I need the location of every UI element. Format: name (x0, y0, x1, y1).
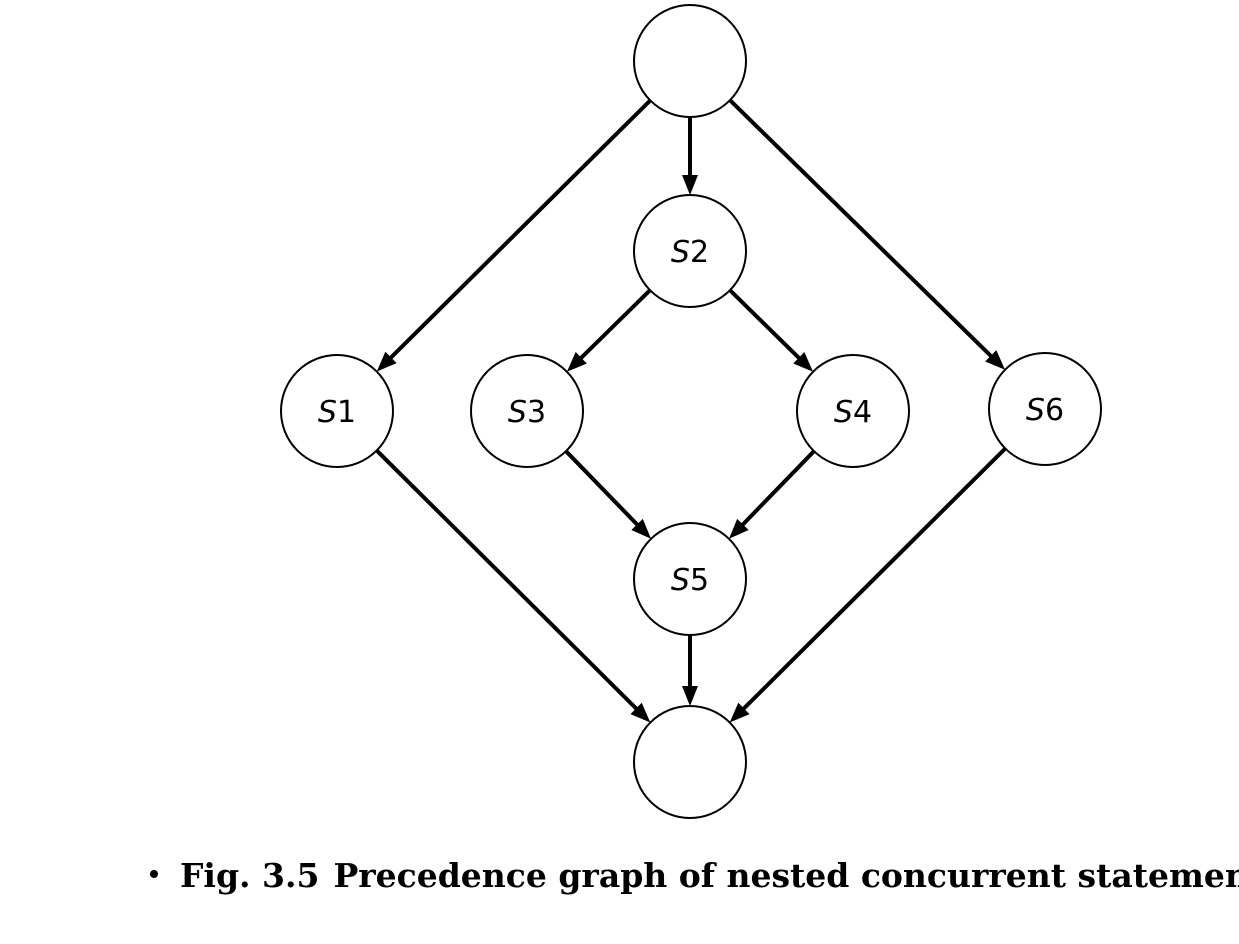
arrowhead-icon (376, 351, 397, 372)
arrowhead-icon (729, 702, 750, 723)
node-circle (280, 354, 394, 468)
edges-layer (374, 98, 1008, 723)
node-circle (633, 705, 747, 819)
node-end (633, 705, 747, 819)
node-label-prefix: S (318, 395, 337, 430)
edge-line (563, 449, 641, 528)
node-s2: S2 (633, 194, 747, 308)
node-circle (633, 194, 747, 308)
arrowhead-icon (566, 352, 587, 372)
arrowhead-icon (985, 350, 1006, 370)
node-circle (633, 522, 747, 636)
node-label: S5 (671, 563, 709, 598)
node-label-number: 4 (853, 395, 872, 430)
edge-line (374, 448, 640, 712)
edge-line (387, 98, 653, 361)
node-label: S6 (1026, 393, 1064, 428)
node-circle (633, 4, 747, 118)
caption-text: Precedence graph of nested concurrent st… (333, 856, 1239, 895)
node-label-number: 2 (690, 235, 709, 270)
node-label: S2 (671, 235, 709, 270)
figure-caption: Fig. 3.5 Precedence graph of nested concu… (150, 856, 1239, 895)
node-label-prefix: S (834, 395, 853, 430)
node-label-prefix: S (671, 235, 690, 270)
edge-S3-to-S5 (563, 449, 652, 539)
arrowhead-icon (682, 686, 698, 706)
node-circle (470, 354, 584, 468)
edge-line (739, 449, 817, 528)
node-label: S1 (318, 395, 356, 430)
node-label-number: 5 (690, 563, 709, 598)
node-label-number: 6 (1045, 393, 1064, 428)
arrowhead-icon (630, 702, 651, 723)
node-s4: S4 (796, 354, 910, 468)
edge-S5-to-end (682, 633, 698, 706)
node-circle (988, 352, 1102, 466)
node-label-number: 1 (337, 395, 356, 430)
figure-number: Fig. 3.5 (180, 856, 320, 895)
node-s1: S1 (280, 354, 394, 468)
node-label-number: 3 (527, 395, 546, 430)
node-label: S4 (834, 395, 872, 430)
edge-start-to-S6 (727, 98, 1006, 370)
edge-S4-to-S5 (728, 449, 817, 539)
edge-S2-to-S4 (727, 288, 814, 372)
arrowhead-icon (793, 352, 814, 372)
node-label-prefix: S (671, 563, 690, 598)
node-label-prefix: S (1026, 393, 1045, 428)
edge-line (727, 98, 995, 360)
node-s5: S5 (633, 522, 747, 636)
edge-line (727, 288, 803, 362)
node-label-prefix: S (508, 395, 527, 430)
node-circle (796, 354, 910, 468)
node-s6: S6 (988, 352, 1102, 466)
edge-S6-to-end (729, 446, 1008, 723)
node-start (633, 4, 747, 118)
node-s3: S3 (470, 354, 584, 468)
edge-S2-to-S3 (566, 288, 653, 372)
node-label: S3 (508, 395, 546, 430)
edge-line (740, 446, 1008, 712)
edge-start-to-S2 (682, 115, 698, 195)
arrowhead-icon (728, 518, 749, 539)
arrowhead-icon (682, 175, 698, 195)
arrowhead-icon (631, 518, 652, 539)
bullet-mark (150, 870, 158, 878)
edge-line (577, 288, 653, 362)
edge-start-to-S1 (376, 98, 653, 372)
edge-S1-to-end (374, 448, 651, 723)
